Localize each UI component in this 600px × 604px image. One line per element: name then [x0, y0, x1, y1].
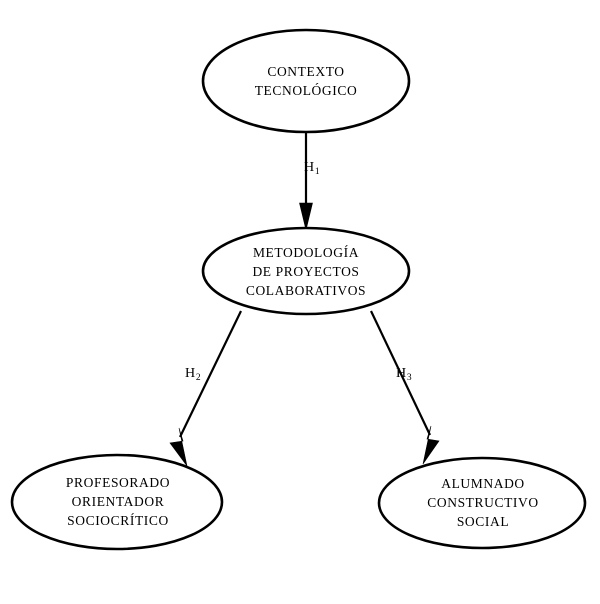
- node-label-line: DE PROYECTOS: [252, 264, 360, 279]
- node-metodologia-shape[interactable]: [201, 226, 411, 316]
- edge-h3-line: [370, 310, 431, 436]
- node-metodologia-label: METODOLOGÍA DE PROYECTOS COLABORATIVOS: [206, 243, 406, 300]
- edge-h2-line: [179, 310, 242, 438]
- node-label-line: CONSTRUCTIVO: [427, 495, 539, 510]
- edge-label-h3: H3: [396, 366, 412, 383]
- node-profesorado-shape[interactable]: [10, 453, 224, 551]
- edge-h1-arrowhead: [299, 202, 313, 231]
- node-label-line: ORIENTADOR: [71, 494, 165, 509]
- edge-h3: [370, 310, 440, 465]
- node-label-line: CONTEXTO: [267, 64, 345, 79]
- edge-h2-arrowhead: [169, 427, 188, 467]
- node-label-line: ALUMNADO: [441, 476, 525, 491]
- edge-label-h3-subscript: 3: [406, 373, 412, 383]
- edge-label-h1-subscript: 1: [314, 167, 320, 177]
- edge-h3-arrowhead: [422, 425, 440, 465]
- edge-h2: [169, 310, 242, 467]
- node-alumnado-label: ALUMNADO CONSTRUCTIVO SOCIAL: [383, 474, 583, 531]
- node-label-line: SOCIAL: [456, 514, 510, 529]
- node-label-line: TECNOLÓGICO: [254, 83, 358, 98]
- edge-label-h2-subscript: 2: [195, 373, 201, 383]
- edge-label-h1-text: H: [304, 160, 315, 175]
- node-label-line: METODOLOGÍA: [252, 245, 360, 260]
- edge-h1: [299, 133, 313, 231]
- node-profesorado-label: PROFESORADO ORIENTADOR SOCIOCRÍTICO: [18, 473, 218, 530]
- node-contexto-tecnologico-label: CONTEXTO TECNOLÓGICO: [206, 62, 406, 100]
- edge-label-h2: H2: [185, 366, 201, 383]
- node-label-line: SOCIOCRÍTICO: [67, 513, 169, 528]
- node-label-line: COLABORATIVOS: [245, 283, 367, 298]
- node-label-line: PROFESORADO: [65, 475, 171, 490]
- node-alumnado-shape[interactable]: [377, 456, 587, 550]
- edge-label-h3-text: H: [396, 366, 407, 381]
- edge-label-h2-text: H: [185, 366, 196, 381]
- edge-label-h1: H1: [304, 160, 320, 177]
- node-contexto-tecnologico-shape[interactable]: [201, 28, 411, 134]
